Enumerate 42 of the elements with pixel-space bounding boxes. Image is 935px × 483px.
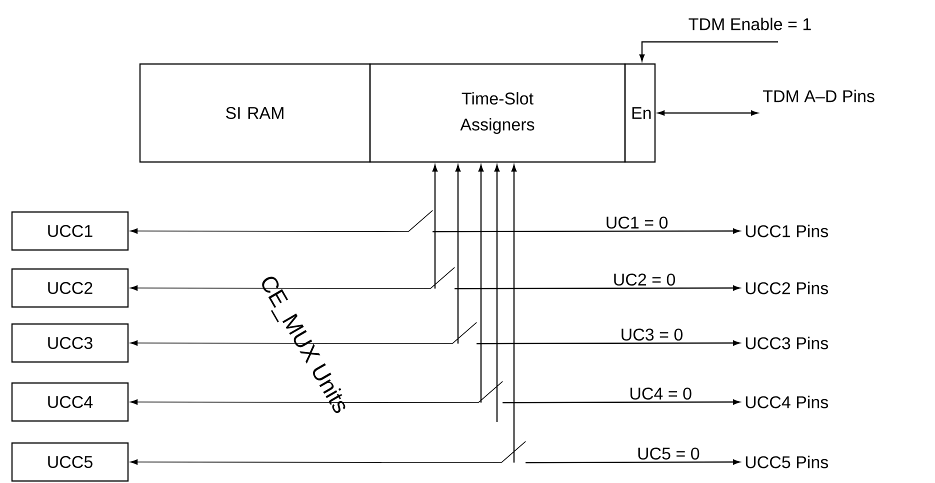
unit-box: UCC1 — [11, 211, 129, 251]
arrow — [130, 459, 502, 465]
arrow — [130, 285, 431, 291]
switch-symbol — [430, 267, 455, 289]
pin-label: UCC1 Pins — [746, 224, 828, 238]
arrow — [639, 41, 778, 62]
unit-box: UCC3 — [11, 323, 129, 363]
arrow — [494, 164, 500, 422]
edge-label: UC1 = 0 — [604, 216, 670, 230]
edge-label: UC5 = 0 — [636, 446, 701, 461]
switch-symbol — [478, 381, 503, 403]
edge-label: UC2 = 0 — [612, 272, 677, 287]
arrow — [130, 228, 409, 234]
assigner-box: Time-Slot Assigners — [369, 63, 626, 163]
arrow — [511, 164, 517, 463]
unit-box: UCC2 — [11, 268, 129, 308]
arrow — [658, 110, 758, 116]
enable-label: TDM Enable = 1 — [688, 18, 811, 30]
arrow — [130, 399, 479, 405]
pin-label: UCC4 Pins — [746, 396, 828, 408]
arrow — [130, 340, 453, 346]
arrow — [478, 164, 484, 403]
pin-label: UCC3 Pins — [746, 336, 828, 350]
memory-box: SI RAM — [139, 63, 371, 163]
arrow — [432, 164, 438, 289]
edge-label: UC4 = 0 — [628, 386, 694, 401]
unit-box: UCC5 — [11, 442, 129, 482]
edge-label: UC3 = 0 — [619, 328, 684, 342]
arrow — [502, 399, 740, 405]
unit-box: UCC4 — [11, 382, 129, 422]
arrow — [526, 459, 740, 465]
switch-symbol — [408, 210, 433, 232]
pin-label: UCC2 Pins — [746, 282, 828, 294]
arrow — [432, 228, 740, 234]
arrow — [455, 164, 461, 344]
pin-label: UCC5 Pins — [746, 456, 828, 468]
arrow — [476, 340, 740, 346]
switch-symbol — [452, 322, 477, 344]
switch-symbol — [501, 441, 526, 463]
enable-box: En — [624, 63, 656, 163]
arrow — [454, 285, 740, 291]
pin-label: TDM A–D Pins — [762, 90, 874, 102]
